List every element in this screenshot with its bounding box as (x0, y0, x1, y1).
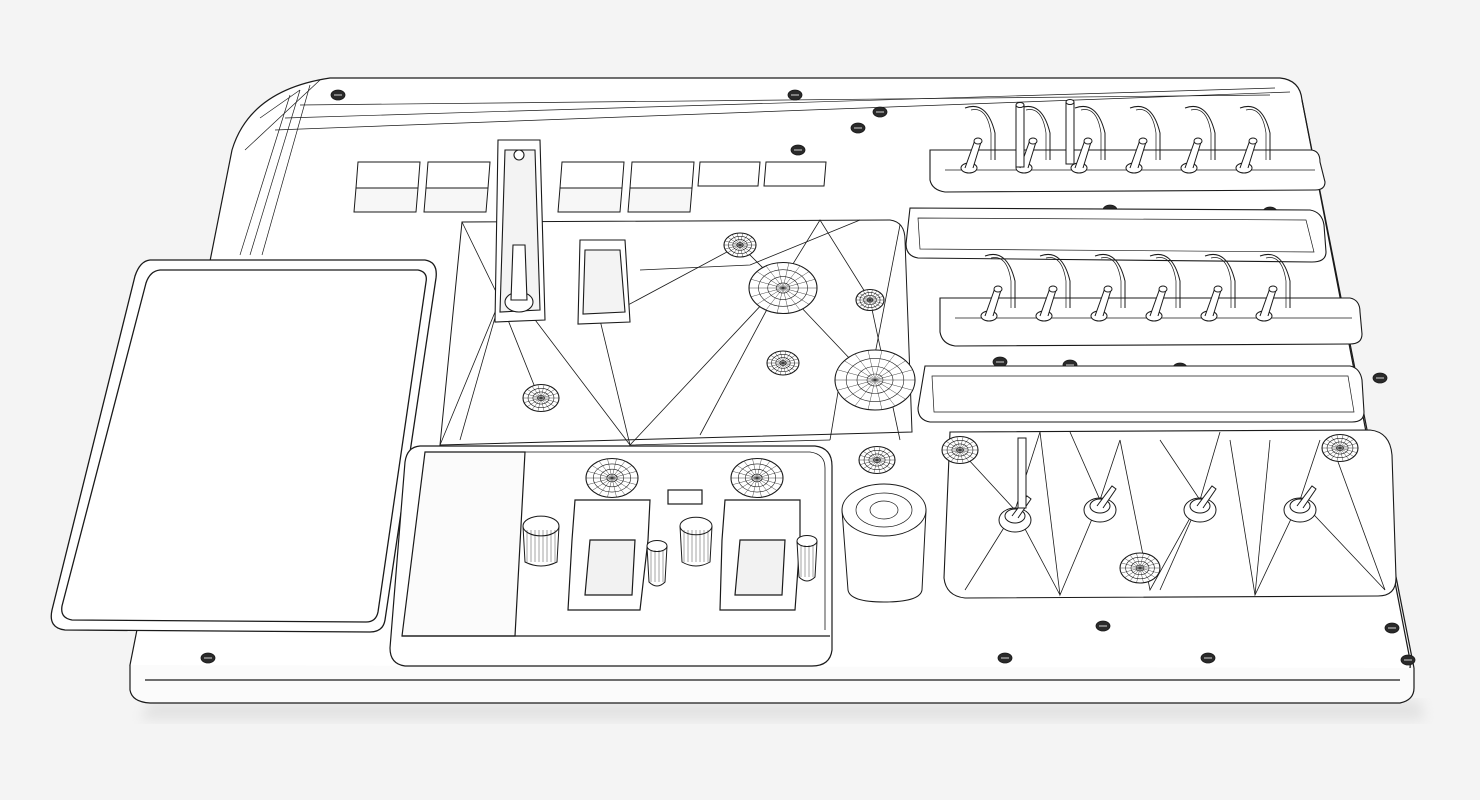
left-display-panel (50, 259, 437, 633)
toggle-switch-icon (1083, 485, 1117, 523)
screw-icon (787, 89, 803, 101)
screw-icon (330, 89, 346, 101)
rotary-knob-icon (748, 261, 818, 315)
small-knob-icon (522, 515, 560, 567)
screw-icon (1372, 372, 1388, 384)
toggle-switch-icon (1090, 254, 1126, 322)
plate-lower (917, 365, 1365, 423)
screw-icon (997, 652, 1013, 664)
rotary-knob-icon (1119, 552, 1161, 584)
screw-icon (1384, 622, 1400, 634)
bottom-right-panel (943, 429, 1397, 599)
toggle-switches (960, 99, 1291, 322)
lever-icon (1065, 99, 1075, 165)
screw-icon (850, 122, 866, 134)
toggle-row-lower (939, 297, 1363, 347)
lever-icon (1015, 102, 1025, 168)
screw-icon (790, 144, 806, 156)
toggle-switch-icon (1035, 254, 1071, 322)
small-knob-icon (796, 535, 818, 582)
rotary-knob-icon (834, 349, 916, 411)
pushbutton-row (353, 161, 827, 213)
small-knob-icon (679, 516, 713, 567)
rotary-knob-icon (1321, 433, 1359, 463)
toggle-switch-icon (1255, 254, 1291, 322)
toggle-switch-icon (960, 106, 996, 174)
ground-shadow (140, 700, 1425, 720)
toggle-switch-icon (1180, 106, 1216, 174)
screw-icon (992, 356, 1008, 368)
lever-housing (494, 139, 631, 325)
rotary-knob-icon (858, 445, 896, 475)
plate-upper (905, 207, 1327, 263)
toggle-switch-icon (980, 254, 1016, 322)
screw-icon (1200, 652, 1216, 664)
small-knob-icon (646, 540, 668, 587)
rotary-knobs (522, 232, 1359, 587)
bottom-control-box (389, 445, 833, 667)
rotary-knob-icon (941, 435, 979, 465)
rotary-knob-icon (730, 457, 784, 499)
screw-icon (1400, 654, 1416, 666)
screw-icon (1095, 620, 1111, 632)
toggle-switch-icon (1070, 106, 1106, 174)
rotary-knob-icon (723, 232, 757, 258)
toggle-switch-icon (1235, 106, 1271, 174)
toggle-switch-icon (1125, 106, 1161, 174)
toggle-switch-icon (1200, 254, 1236, 322)
toggle-switch-icon (1283, 485, 1317, 523)
screw-icon (200, 652, 216, 664)
screw-icon (872, 106, 888, 118)
rotary-knob-icon (855, 288, 885, 312)
rotary-knob-icon (766, 350, 800, 376)
toggle-switch-icon (1145, 254, 1181, 322)
large-cylinder-knob (841, 483, 927, 603)
lever-icon (1017, 437, 1027, 509)
toggle-switch-icon (1183, 485, 1217, 523)
rotary-knob-icon (585, 457, 639, 499)
rotary-knob-icon (522, 383, 560, 413)
